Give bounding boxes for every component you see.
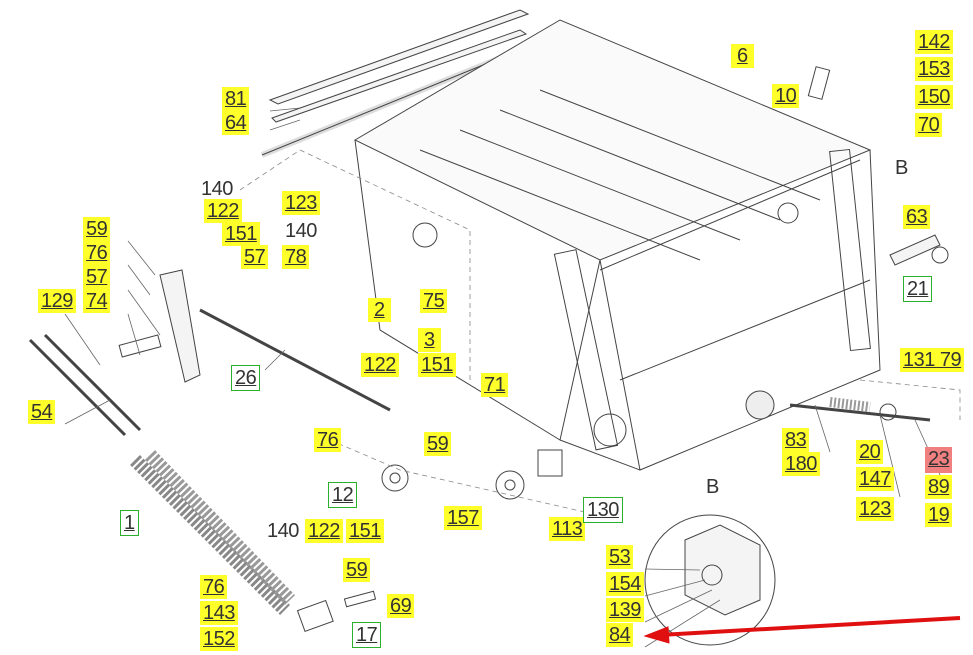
callout-70[interactable]: 70 [915,113,943,137]
callout-142[interactable]: 142 [915,30,953,54]
callout-26[interactable]: 26 [231,365,261,391]
callout-23-selected[interactable]: 23 [925,447,953,473]
callout-123[interactable]: 123 [282,191,320,215]
callout-143[interactable]: 143 [200,601,238,625]
callout-21[interactable]: 21 [903,276,933,302]
callout-139[interactable]: 139 [606,598,644,622]
detail-marker-b: B [895,157,908,179]
callout-122[interactable]: 122 [204,199,242,223]
callout-2[interactable]: 2 [368,298,391,322]
callout-71[interactable]: 71 [481,373,509,397]
callout-153[interactable]: 153 [915,57,953,81]
callout-113[interactable]: 113 [549,517,586,541]
callout-57[interactable]: 57 [83,265,111,289]
callout-129[interactable]: 129 [38,289,76,313]
callout-12[interactable]: 12 [328,482,358,508]
callout-53[interactable]: 53 [606,545,634,569]
callout-89[interactable]: 89 [925,475,953,499]
callout-57[interactable]: 57 [241,245,269,269]
callout-122[interactable]: 122 [305,519,343,543]
red-arrow [643,616,961,644]
callout-140[interactable]: 140 [201,178,233,200]
callout-151[interactable]: 151 [222,222,260,246]
callout-76[interactable]: 76 [314,428,342,452]
callout-59[interactable]: 59 [424,432,452,456]
detail-b-view [644,202,799,646]
callout-122[interactable]: 122 [361,353,399,377]
callout-63[interactable]: 63 [903,205,931,229]
left-arm [28,269,391,437]
callout-20[interactable]: 20 [856,440,884,464]
callout-76[interactable]: 76 [83,241,111,265]
callout-150[interactable]: 150 [915,85,953,109]
callout-83[interactable]: 83 [782,428,810,452]
callout-69[interactable]: 69 [387,594,415,618]
callout-59[interactable]: 59 [83,217,111,241]
callout-180[interactable]: 180 [782,452,820,476]
callout-74[interactable]: 74 [83,289,111,313]
callout-151[interactable]: 151 [346,519,384,543]
callout-130[interactable]: 130 [583,497,623,523]
dashed-guides [239,149,961,521]
callout-64[interactable]: 64 [222,111,250,135]
callout-76[interactable]: 76 [200,575,228,599]
callout-3[interactable]: 3 [418,328,441,352]
detail-marker-b: B [706,476,719,498]
callout-19[interactable]: 19 [925,503,953,527]
callout-140[interactable]: 140 [267,520,299,542]
callout-54[interactable]: 54 [28,400,56,424]
callout-154[interactable]: 154 [606,572,644,596]
callout-6[interactable]: 6 [731,44,754,68]
callout-17[interactable]: 17 [352,622,382,648]
knife-bar [260,9,530,158]
callout-151[interactable]: 151 [418,353,456,377]
callout-84[interactable]: 84 [606,623,634,647]
springs [130,450,296,615]
callout-78[interactable]: 78 [282,245,310,269]
callout-152[interactable]: 152 [200,627,238,651]
sprockets [296,449,563,633]
callout-123[interactable]: 123 [856,497,894,521]
callout-140[interactable]: 140 [285,220,317,242]
callout-75[interactable]: 75 [420,289,448,313]
callout-81[interactable]: 81 [222,87,250,111]
callout-157[interactable]: 157 [444,506,482,530]
callout-1[interactable]: 1 [120,510,139,536]
callout-10[interactable]: 10 [772,84,800,108]
callout-59[interactable]: 59 [343,558,371,582]
main-frame [353,19,881,471]
right-parts [789,66,949,422]
callout-131-79[interactable]: 131 79 [900,348,965,372]
callout-147[interactable]: 147 [856,467,894,491]
